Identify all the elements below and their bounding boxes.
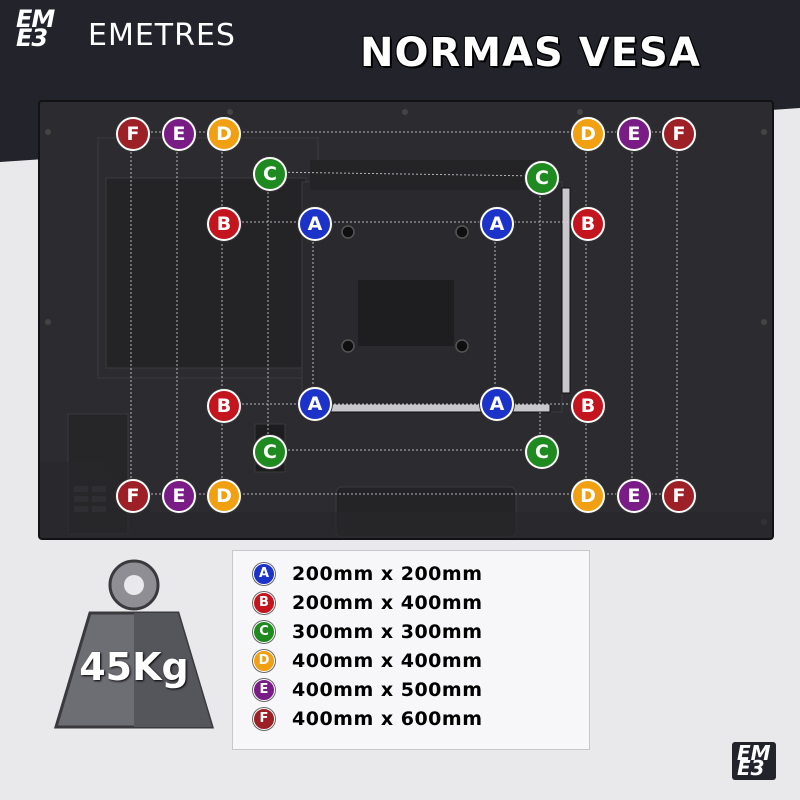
- vesa-legend: A 200mm x 200mm B 200mm x 400mm C 300mm …: [232, 550, 590, 750]
- logo-line-1: EM: [16, 5, 55, 33]
- badge-b-bottom-right: B: [571, 389, 605, 423]
- legend-badge-c: C: [253, 621, 275, 643]
- legend-text-f: 400mm x 600mm: [292, 708, 483, 730]
- page-title: NORMAS VESA: [360, 30, 701, 76]
- badge-b-bottom-left: B: [207, 389, 241, 423]
- legend-text-b: 200mm x 400mm: [292, 592, 483, 614]
- legend-text-d: 400mm x 400mm: [292, 650, 483, 672]
- badge-f-top-left: F: [116, 117, 150, 151]
- badge-b-top-left: B: [207, 207, 241, 241]
- badge-c-top-left: C: [253, 157, 287, 191]
- footer-logo-line-1: EM: [737, 741, 771, 765]
- legend-row-f: F 400mm x 600mm: [253, 706, 483, 732]
- brand-name: EMETRES: [88, 18, 236, 53]
- badge-f-bottom-right: F: [662, 479, 696, 513]
- legend-text-e: 400mm x 500mm: [292, 679, 483, 701]
- badge-c-bottom-right: C: [525, 435, 559, 469]
- badge-c-bottom-left: C: [253, 435, 287, 469]
- footer-logo-line-2: E3: [737, 756, 765, 780]
- badge-d-bottom-left: D: [207, 479, 241, 513]
- badge-d-bottom-right: D: [571, 479, 605, 513]
- legend-text-c: 300mm x 300mm: [292, 621, 483, 643]
- legend-badge-e: E: [253, 679, 275, 701]
- footer-logo: EM E3: [732, 742, 776, 780]
- legend-badge-d: D: [253, 650, 275, 672]
- badge-a-top-right: A: [480, 207, 514, 241]
- badge-d-top-right: D: [571, 117, 605, 151]
- badge-a-bottom-right: A: [480, 387, 514, 421]
- badge-c-top-right: C: [525, 161, 559, 195]
- legend-badge-a: A: [253, 563, 275, 585]
- badge-a-bottom-left: A: [298, 387, 332, 421]
- badge-e-top-left: E: [162, 117, 196, 151]
- brand-logo: EM E3: [16, 5, 78, 72]
- badge-e-bottom-right: E: [617, 479, 651, 513]
- badge-e-bottom-left: E: [162, 479, 196, 513]
- weight-icon: [53, 559, 215, 729]
- badge-d-top-left: D: [207, 117, 241, 151]
- legend-row-d: D 400mm x 400mm: [253, 648, 483, 674]
- badge-b-top-right: B: [571, 207, 605, 241]
- legend-row-b: B 200mm x 400mm: [253, 590, 483, 616]
- tv-back-illustration: [40, 109, 772, 538]
- legend-row-c: C 300mm x 300mm: [253, 619, 483, 645]
- badge-a-top-left: A: [298, 207, 332, 241]
- legend-badge-f: F: [253, 708, 275, 730]
- legend-row-a: A 200mm x 200mm: [253, 561, 483, 587]
- badge-f-top-right: F: [662, 117, 696, 151]
- weight-label: 45Kg: [79, 645, 189, 689]
- badge-f-bottom-left: F: [116, 479, 150, 513]
- logo-line-2: E3: [16, 24, 48, 52]
- legend-text-a: 200mm x 200mm: [292, 563, 483, 585]
- legend-row-e: E 400mm x 500mm: [253, 677, 483, 703]
- tv-back-panel: [38, 100, 774, 540]
- badge-e-top-right: E: [617, 117, 651, 151]
- legend-badge-b: B: [253, 592, 275, 614]
